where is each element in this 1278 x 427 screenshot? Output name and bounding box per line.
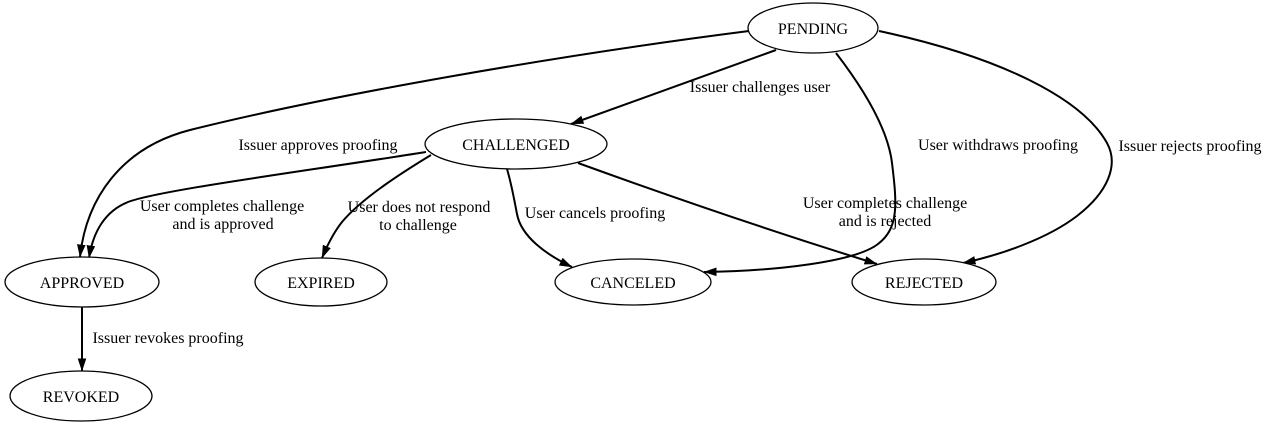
edge-challenged-to-rejected-path <box>577 162 878 265</box>
state-node-approved-ellipse <box>4 256 160 308</box>
edge-challenged-to-canceled-path <box>506 168 573 268</box>
edge-challenged-to-approved-label-line1: User completes challenge <box>140 198 304 215</box>
state-node-challenged-ellipse <box>424 118 608 170</box>
state-node-pending: PENDING <box>747 2 879 54</box>
edge-challenged-to-approved-path <box>86 151 427 259</box>
state-node-approved: APPROVED <box>4 256 160 308</box>
state-node-rejected-label: REJECTED <box>885 275 963 292</box>
edge-pending-to-canceled: User withdraws proofing <box>703 52 1078 277</box>
edge-pending-to-canceled-label: User withdraws proofing <box>918 137 1078 154</box>
state-node-revoked-label: REVOKED <box>43 389 119 406</box>
state-node-challenged: CHALLENGED <box>424 118 608 170</box>
edge-pending-to-challenged-path <box>570 49 777 125</box>
state-node-expired-label: EXPIRED <box>287 275 355 292</box>
edge-pending-to-canceled-path <box>703 52 897 277</box>
edge-challenged-to-canceled-label: User cancels proofing <box>525 205 665 222</box>
state-node-expired-ellipse <box>254 257 388 307</box>
edge-challenged-to-rejected-label-line2: and is rejected <box>839 213 931 230</box>
edge-pending-to-challenged-label: Issuer challenges user <box>690 79 831 96</box>
edge-challenged-to-rejected: User completes challenge and is rejected <box>577 162 967 265</box>
state-node-rejected: REJECTED <box>851 258 997 306</box>
state-node-approved-label: APPROVED <box>40 275 124 292</box>
edge-pending-to-rejected-path <box>878 30 1113 265</box>
state-node-canceled-ellipse <box>554 258 712 306</box>
state-node-challenged-label: CHALLENGED <box>462 137 570 154</box>
edge-challenged-to-rejected-label-line1: User completes challenge <box>803 195 967 212</box>
state-node-revoked: REVOKED <box>9 370 153 422</box>
edge-challenged-to-expired-path <box>321 154 432 259</box>
edge-challenged-to-expired-label-line1: User does not respond <box>348 199 491 216</box>
state-node-rejected-ellipse <box>851 258 997 306</box>
edge-pending-to-rejected: Issuer rejects proofing <box>878 30 1262 265</box>
state-node-pending-label: PENDING <box>778 21 849 38</box>
edge-challenged-to-approved-label-line2: and is approved <box>172 216 273 233</box>
state-node-expired: EXPIRED <box>254 257 388 307</box>
edge-challenged-to-expired: User does not respond to challenge <box>321 154 491 259</box>
edge-challenged-to-expired-label-line2: to challenge <box>379 217 457 234</box>
state-node-pending-ellipse <box>747 2 879 54</box>
edge-pending-to-rejected-label: Issuer rejects proofing <box>1118 138 1261 155</box>
edge-challenged-to-canceled: User cancels proofing <box>506 168 665 268</box>
edge-pending-to-approved-label: Issuer approves proofing <box>238 137 397 154</box>
state-node-canceled: CANCELED <box>554 258 712 306</box>
edge-approved-to-revoked-label: Issuer revokes proofing <box>92 330 243 347</box>
edge-challenged-to-approved: User completes challenge and is approved <box>86 151 427 259</box>
edge-approved-to-revoked: Issuer revokes proofing <box>77 307 244 372</box>
edge-pending-to-approved: Issuer approves proofing <box>77 30 750 258</box>
state-node-canceled-label: CANCELED <box>590 275 675 292</box>
edge-pending-to-approved-path <box>77 30 750 258</box>
state-node-revoked-ellipse <box>9 370 153 422</box>
edge-pending-to-challenged: Issuer challenges user <box>570 49 831 125</box>
